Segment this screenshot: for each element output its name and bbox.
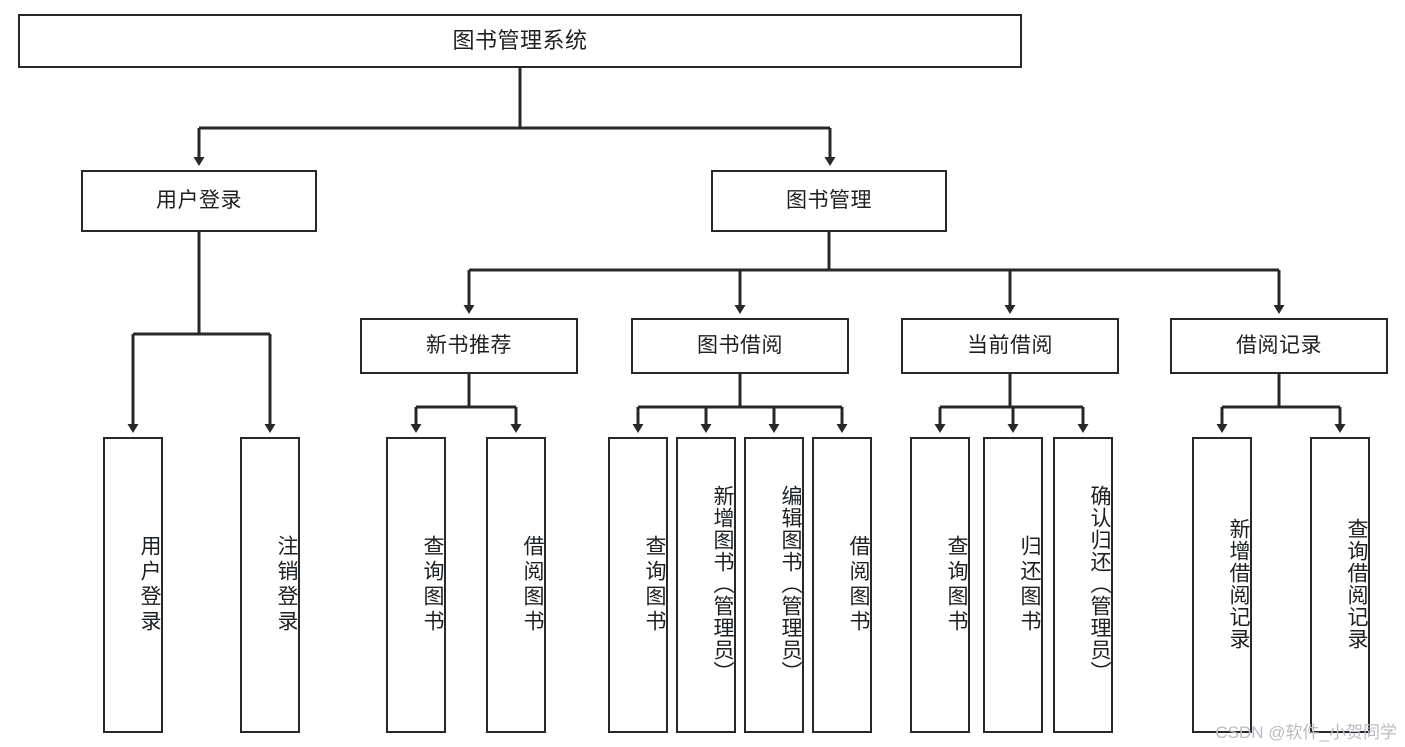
node-leaf-borrow-book[interactable]: 借阅图书 bbox=[812, 437, 872, 733]
node-leaf-return-book[interactable]: 归还图书 bbox=[983, 437, 1043, 733]
node-leaf-query-book-rec-label: 查询图书 bbox=[421, 535, 444, 635]
node-leaf-query-book-rec[interactable]: 查询图书 bbox=[386, 437, 446, 733]
edge-group-root bbox=[193, 68, 836, 166]
node-user-login[interactable]: 用户登录 bbox=[81, 170, 317, 232]
node-leaf-query-book-cur[interactable]: 查询图书 bbox=[910, 437, 970, 733]
edge-group-book-borrow bbox=[632, 374, 848, 433]
node-leaf-add-book-label: 新增图书（管理员） bbox=[711, 484, 734, 683]
node-root-label: 图书管理系统 bbox=[452, 27, 588, 53]
node-leaf-edit-book-label: 编辑图书（管理员） bbox=[779, 484, 802, 683]
node-new-book-rec-label: 新书推荐 bbox=[426, 334, 512, 358]
node-book-manage-label: 图书管理 bbox=[786, 189, 872, 213]
node-leaf-return-book-label: 归还图书 bbox=[1018, 535, 1041, 635]
node-leaf-user-login-label: 用户登录 bbox=[138, 535, 161, 635]
node-borrow-record[interactable]: 借阅记录 bbox=[1170, 318, 1388, 374]
node-leaf-confirm-return-label: 确认归还（管理员） bbox=[1088, 484, 1111, 683]
node-leaf-borrow-book-rec[interactable]: 借阅图书 bbox=[486, 437, 546, 733]
node-book-manage[interactable]: 图书管理 bbox=[711, 170, 947, 232]
node-borrow-record-label: 借阅记录 bbox=[1236, 334, 1322, 358]
node-leaf-logout-label: 注销登录 bbox=[275, 535, 298, 635]
node-book-borrow[interactable]: 图书借阅 bbox=[631, 318, 849, 374]
node-leaf-query-book-cur-label: 查询图书 bbox=[945, 535, 968, 635]
node-leaf-query-book-borrow-label: 查询图书 bbox=[643, 535, 666, 635]
node-leaf-query-record-label: 查询借阅记录 bbox=[1345, 517, 1368, 650]
edge-group-current-borrow bbox=[934, 374, 1089, 433]
edge-group-borrow-record bbox=[1216, 374, 1346, 433]
node-leaf-query-record[interactable]: 查询借阅记录 bbox=[1310, 437, 1370, 733]
node-current-borrow-label: 当前借阅 bbox=[967, 334, 1053, 358]
node-new-book-rec[interactable]: 新书推荐 bbox=[360, 318, 578, 374]
node-leaf-add-record-label: 新增借阅记录 bbox=[1227, 517, 1250, 650]
watermark: CSDN @软件_小贺同学 bbox=[1215, 723, 1397, 742]
edge-group-new-book-rec bbox=[410, 374, 522, 433]
node-leaf-add-book[interactable]: 新增图书（管理员） bbox=[676, 437, 736, 733]
node-leaf-borrow-book-rec-label: 借阅图书 bbox=[521, 535, 544, 635]
node-leaf-borrow-book-label: 借阅图书 bbox=[847, 535, 870, 635]
node-user-login-label: 用户登录 bbox=[156, 189, 242, 213]
node-leaf-confirm-return[interactable]: 确认归还（管理员） bbox=[1053, 437, 1113, 733]
node-leaf-query-book-borrow[interactable]: 查询图书 bbox=[608, 437, 668, 733]
node-leaf-edit-book[interactable]: 编辑图书（管理员） bbox=[744, 437, 804, 733]
node-leaf-add-record[interactable]: 新增借阅记录 bbox=[1192, 437, 1252, 733]
node-current-borrow[interactable]: 当前借阅 bbox=[901, 318, 1119, 374]
node-leaf-user-login[interactable]: 用户登录 bbox=[103, 437, 163, 733]
node-book-borrow-label: 图书借阅 bbox=[697, 334, 783, 358]
node-leaf-logout[interactable]: 注销登录 bbox=[240, 437, 300, 733]
edge-group-user-login bbox=[127, 232, 276, 433]
node-root[interactable]: 图书管理系统 bbox=[18, 14, 1022, 68]
edge-group-book-manage bbox=[463, 232, 1285, 314]
